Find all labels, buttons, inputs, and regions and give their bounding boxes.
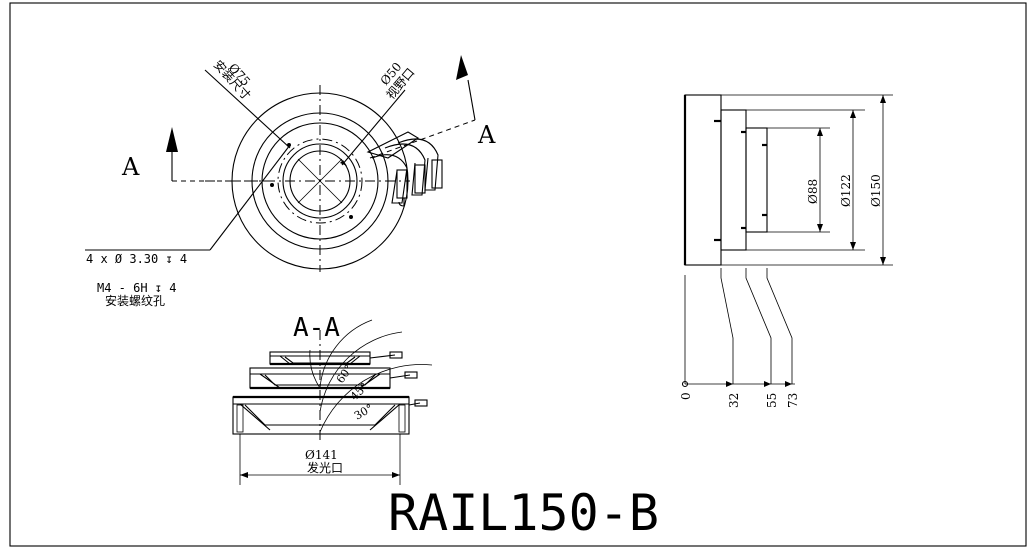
drawing-border [9, 2, 1027, 547]
side-view [681, 94, 893, 388]
cable-connectors [366, 131, 443, 207]
section-marker-right: A [477, 121, 496, 149]
section-title: A-A [293, 313, 340, 343]
angle-60: 60° [334, 362, 356, 385]
section-view [232, 319, 433, 485]
part-number: RAIL150-B [388, 484, 659, 542]
dim-emit-label: 发光口 [307, 460, 343, 475]
ord-73: 73 [786, 393, 800, 408]
dim-122: Ø122 [839, 174, 853, 207]
top-view [85, 55, 476, 272]
hole-spec: 4 x Ø 3.30 ↧ 4 [86, 252, 187, 266]
ord-55: 55 [765, 393, 779, 408]
angle-45: 45° [348, 380, 371, 403]
section-marker-left: A [121, 153, 140, 181]
thread-spec: M4 - 6H ↧ 4 [97, 281, 176, 295]
dim-88: Ø88 [806, 179, 820, 204]
ord-32: 32 [727, 393, 741, 408]
angle-30: 30° [352, 402, 375, 423]
dim-150: Ø150 [869, 174, 883, 207]
dim-emit: Ø141 [305, 448, 338, 462]
thread-label: 安装螺纹孔 [105, 293, 165, 308]
ord-0: 0 [679, 392, 693, 400]
